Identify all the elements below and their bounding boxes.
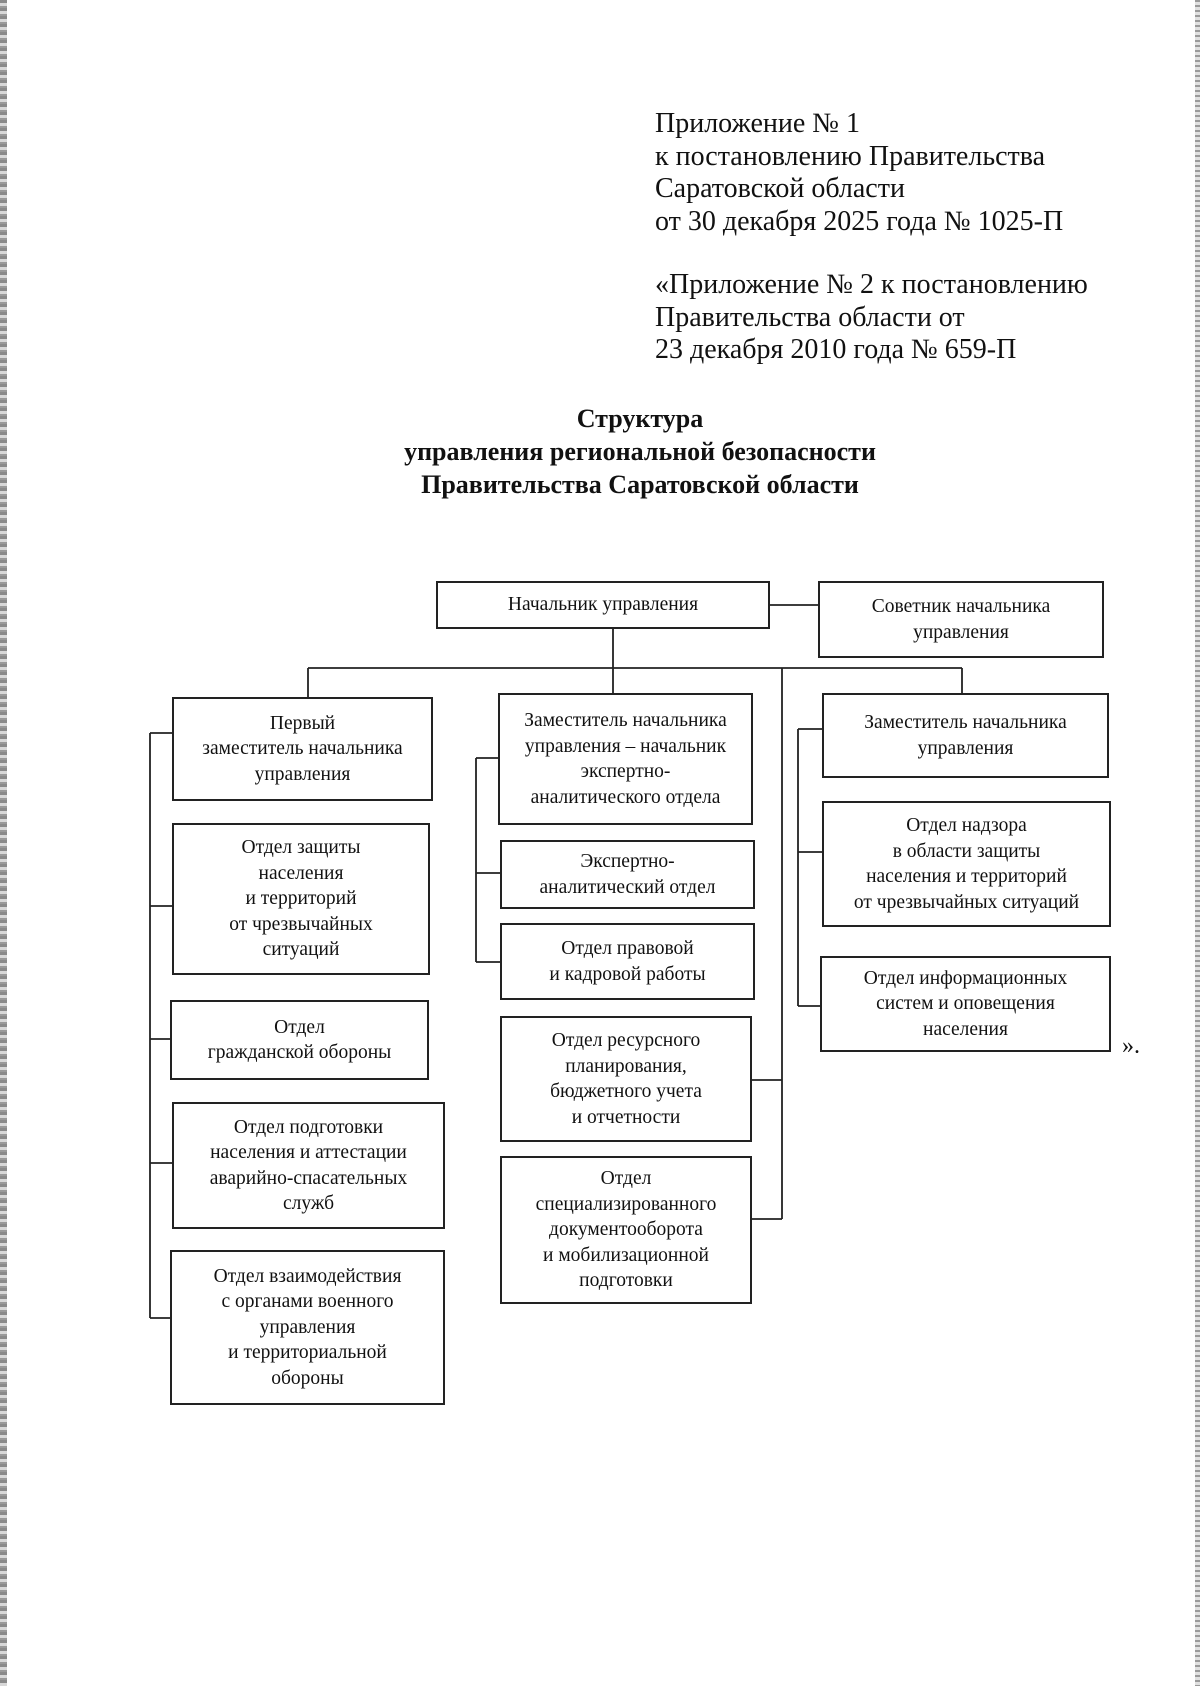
title-line: Структура — [576, 404, 704, 433]
box-label: Первый заместитель начальника управления — [202, 712, 403, 785]
box-label: Отдел гражданской обороны — [207, 1016, 392, 1064]
first-deputy-box: Первый заместитель начальника управления — [172, 697, 433, 801]
head-of-department-box: Начальник управления — [436, 581, 770, 629]
appendix-line: Саратовской области — [655, 173, 905, 204]
deputy-expert-box: Заместитель начальника управления – нача… — [498, 693, 753, 825]
appendix-line: от 30 декабря 2025 года № 1025-П — [655, 205, 1064, 237]
advisor-box: Советник начальника управления — [818, 581, 1104, 658]
box-label: Отдел подготовки населения и аттестации … — [209, 1116, 408, 1215]
department-box: Экспертно- аналитический отдел — [500, 840, 755, 909]
box-label: Отдел надзора в области защиты населения… — [853, 815, 1080, 913]
scan-edge-left — [0, 0, 7, 1686]
appendix-header: Приложение № 1 к постановлению Правитель… — [655, 108, 1175, 367]
box-label: Заместитель начальника управления — [864, 712, 1067, 759]
quoted-appendix-line: «Приложение № 2 к постановлению — [655, 269, 1088, 300]
department-box: Отдел надзора в области защиты населения… — [822, 801, 1111, 927]
box-label: Отдел ресурсного планирования, бюджетног… — [550, 1030, 702, 1128]
closing-quote-mark: ». — [1122, 1033, 1140, 1059]
box-label: Советник начальника управления — [871, 596, 1051, 643]
quoted-appendix-line: 23 декабря 2010 года № 659-П — [655, 334, 1017, 365]
department-box: Отдел ресурсного планирования, бюджетног… — [500, 1016, 752, 1142]
scan-edge-right — [1195, 0, 1200, 1686]
box-label: Отдел защиты населения и территорий от ч… — [229, 837, 373, 961]
department-box: Отдел информационных систем и оповещения… — [820, 956, 1111, 1052]
title-line: Правительства Саратовской области — [421, 470, 859, 499]
quoted-appendix-line: Правительства области от — [655, 301, 965, 333]
box-label: Отдел информационных систем и оповещения… — [863, 967, 1068, 1040]
box-label: Отдел взаимодействия с органами военного… — [213, 1265, 402, 1389]
deputy-box: Заместитель начальника управления — [822, 693, 1109, 778]
department-box: Отдел правовой и кадровой работы — [500, 923, 755, 1000]
department-box: Отдел специализированного документооборо… — [500, 1156, 752, 1304]
appendix-line: Приложение № 1 — [655, 108, 860, 139]
department-box: Отдел защиты населения и территорий от ч… — [172, 823, 430, 975]
box-label: Экспертно- аналитический отдел — [539, 851, 716, 898]
box-label: Отдел специализированного документооборо… — [535, 1168, 717, 1292]
appendix-line: к постановлению Правительства — [655, 140, 1046, 172]
box-label: Отдел правовой и кадровой работы — [549, 938, 706, 985]
department-box: Отдел подготовки населения и аттестации … — [172, 1102, 445, 1229]
department-box: Отдел взаимодействия с органами военного… — [170, 1250, 445, 1405]
document-title: Структура управления региональной безопа… — [300, 402, 980, 501]
box-label: Заместитель начальника управления – нача… — [524, 710, 727, 808]
box-label: Начальник управления — [507, 594, 699, 616]
title-line: управления региональной безопасности — [404, 437, 876, 466]
department-box: Отдел гражданской обороны — [170, 1000, 429, 1080]
